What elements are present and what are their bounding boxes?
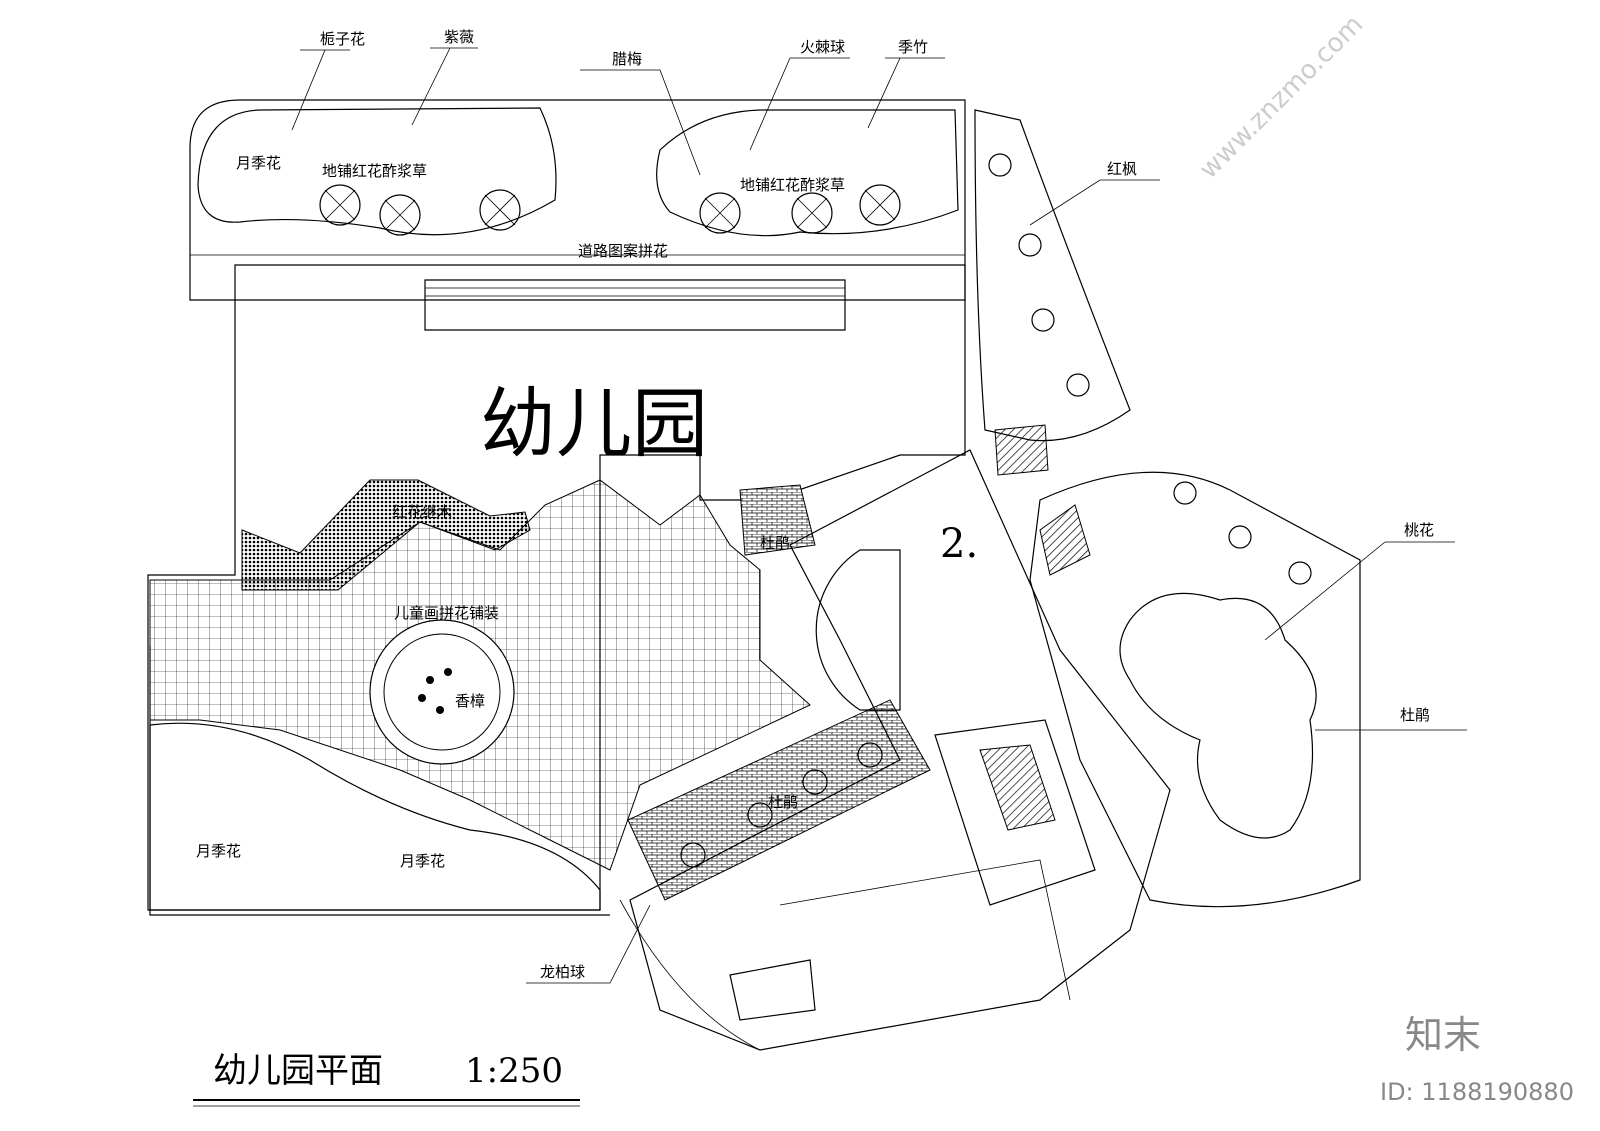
label-honghua: 红花继木 [392,503,452,521]
top-planting-band [189,99,966,331]
azalea-cloud-shrub [1119,592,1317,839]
right-garden [1029,471,1361,908]
label-dujuan-small-1: 杜鹃 [760,534,790,552]
label-dujuan-right: 杜鹃 [1400,706,1430,724]
right-building-block [619,449,1171,1051]
drawing-caption: 幼儿园平面 1:250 [193,1051,580,1107]
caption-scale: 1:250 [465,1051,563,1091]
label-dipu-right: 地铺红花酢浆草 [740,176,845,194]
tree-symbols [319,153,1312,868]
label-daolu: 道路图案拼花 [578,242,668,260]
red-maple-strip [974,109,1131,442]
caption-name: 幼儿园平面 [213,1051,383,1091]
label-lamei: 腊梅 [612,50,642,68]
central-round-planter [369,619,515,765]
label-zhizihua: 栀子花 [320,30,365,48]
label-huojiqiu: 火棘球 [800,38,845,56]
leader-lines [291,47,1467,984]
label-xiangzhang: 香樟 [455,692,485,710]
semicircle-entrance [815,549,901,711]
building-number: 2. [940,521,978,567]
label-yuejihua-left: 月季花 [196,842,241,860]
staircase [994,424,1049,476]
watermark-site: www.znzmo.com [1194,10,1369,185]
label-hongfeng: 红枫 [1107,160,1137,178]
label-dipu-left: 地铺红花酢浆草 [322,162,427,180]
label-ertong: 儿童画拼花铺装 [394,604,499,622]
label-longboqiu: 龙柏球 [540,963,585,981]
watermark-logo: 知末 [1405,1013,1481,1057]
label-taohua: 桃花 [1404,521,1434,539]
label-ziwei: 紫薇 [444,28,474,46]
drawing-title: 幼儿园 [480,379,708,468]
lower-left-garden-bed [149,722,601,911]
watermark-id: ID: 1188190880 [1380,1078,1574,1106]
staircase-lower [1039,504,1091,576]
label-dujuan-small-2: 杜鹃 [768,793,798,811]
plant-labels: 栀子花 紫薇 腊梅 火棘球 季竹 月季花 地铺红花酢浆草 地铺红花酢浆草 道路图… [196,28,1434,981]
watermark: 知末 ID: 1188190880 www.znzmo.com [1194,10,1574,1106]
label-yuejihua-top: 月季花 [236,154,281,172]
label-jizhu: 季竹 [898,38,928,56]
label-yuejihua-mid: 月季花 [400,852,445,870]
upper-brick-strip [739,484,816,556]
